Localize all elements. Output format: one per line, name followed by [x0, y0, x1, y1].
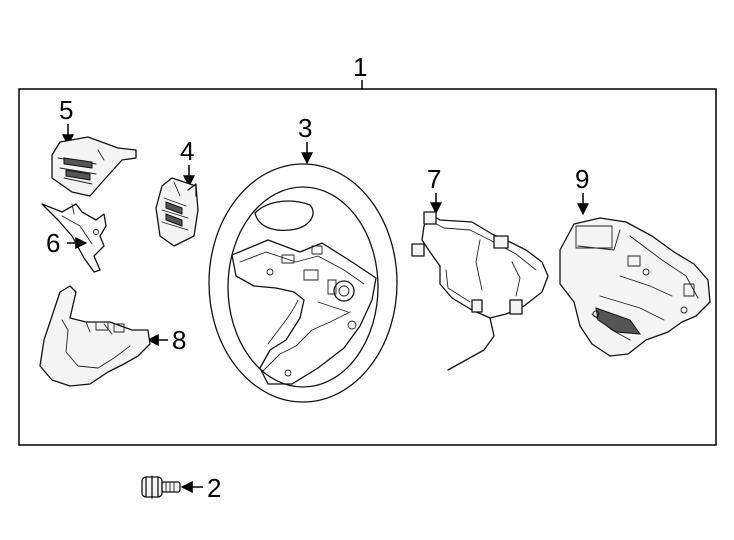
assembly-frame: [18, 88, 717, 446]
part-2-bolt: [141, 475, 181, 499]
callout-9-label: 9: [575, 164, 589, 194]
callout-6-label: 6: [46, 228, 60, 258]
part-3-steering-wheel: [208, 163, 398, 403]
callout-7-label: 7: [427, 164, 441, 194]
part-7-wiring-harness: [411, 211, 549, 371]
callout-5-label: 5: [59, 95, 73, 125]
callout-8-label: 8: [172, 325, 186, 355]
callout-2-label: 2: [207, 473, 221, 503]
part-9-rear-cover: [559, 217, 711, 357]
part-4-switch: [155, 177, 199, 247]
callout-3-label: 3: [298, 113, 312, 143]
part-8-lower-cover: [39, 285, 151, 387]
part-6-bracket: [41, 203, 107, 273]
callout-1-label: 1: [353, 52, 367, 82]
callout-4-label: 4: [180, 136, 194, 166]
part-5-switch-bezel: [51, 136, 137, 197]
